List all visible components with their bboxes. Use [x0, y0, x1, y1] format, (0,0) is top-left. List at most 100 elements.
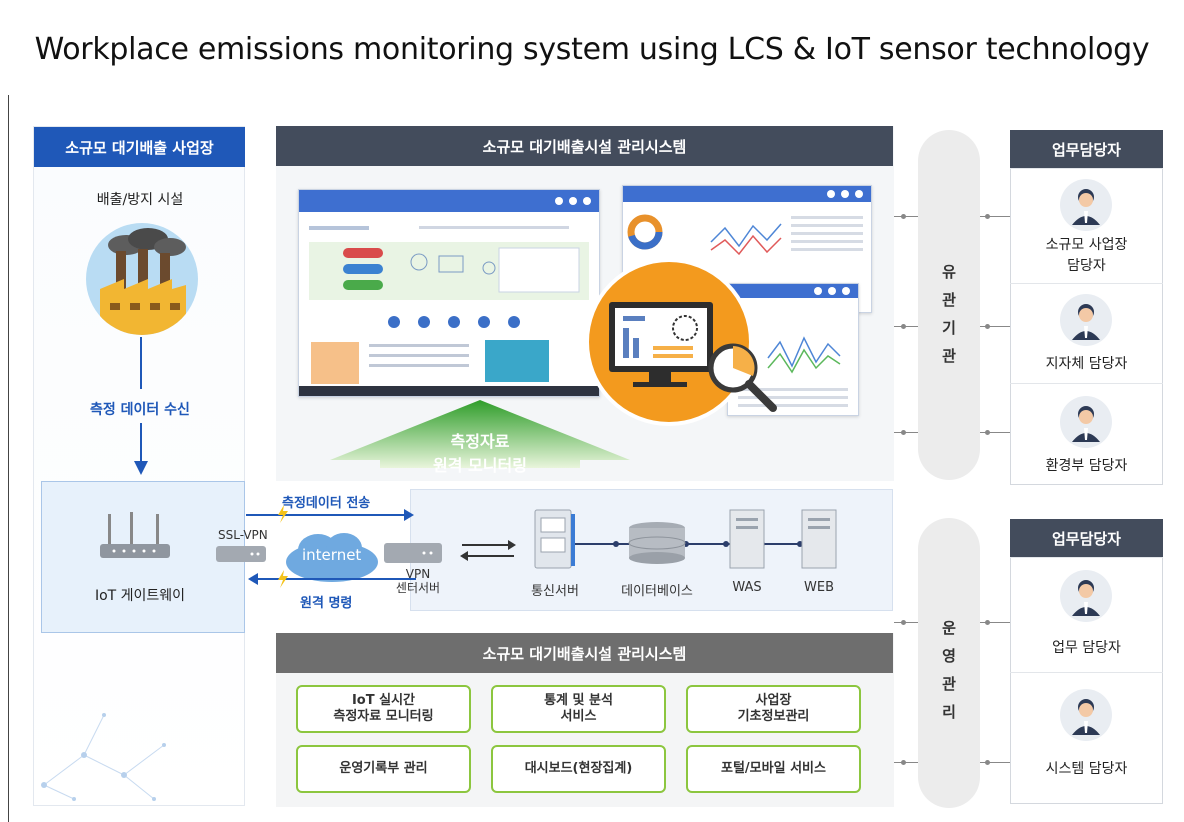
receive-data-label: 측정 데이터 수신	[90, 402, 190, 418]
staff-panel-bottom	[1010, 519, 1163, 804]
connector	[980, 762, 1010, 763]
pill-char: 영	[942, 647, 956, 665]
was-server-icon	[729, 509, 765, 569]
was-label: WAS	[732, 580, 762, 595]
factory-icon	[86, 223, 198, 335]
vpn-server-icon	[384, 543, 442, 563]
monitoring-system-header: 소규모 대기배출시설 관리시스템	[276, 126, 893, 166]
operation-management-pill	[918, 518, 980, 808]
connector	[894, 216, 918, 217]
person-local-gov: 지자체 담당자	[1010, 283, 1163, 383]
connector-dot	[901, 430, 906, 435]
connector-dot	[985, 214, 990, 219]
service-line2: 서비스	[560, 709, 597, 724]
lightning-icon	[278, 570, 288, 588]
vpn-server-line2: 센터서버	[395, 581, 441, 596]
person-label: 지자체 담당자	[1045, 356, 1128, 372]
web-label: WEB	[804, 580, 834, 595]
arrow-left-icon	[248, 573, 416, 585]
site-panel-header: 소규모 대기배출 사업장	[34, 127, 245, 167]
management-system-header: 소규모 대기배출시설 관리시스템	[276, 633, 893, 673]
related-agencies-label: 유 관 기 관	[918, 258, 980, 370]
dashboard-preview	[299, 226, 599, 396]
remote-monitoring-label: 측정자료 원격 모니터링	[400, 428, 560, 476]
connector-dot	[985, 620, 990, 625]
internet-label: internet	[302, 546, 362, 564]
page-title: Workplace emissions monitoring system us…	[34, 32, 1150, 67]
chart-preview	[627, 214, 863, 256]
database-icon	[628, 522, 686, 564]
person-label-line2: 담당자	[1067, 258, 1106, 274]
service-line1: IoT 실시간	[351, 692, 416, 708]
frame-left-border	[8, 95, 9, 822]
arrow-down-icon	[134, 337, 148, 475]
pill-char: 리	[942, 703, 956, 721]
remote-command-label: 원격 명령	[300, 596, 353, 611]
connector-dot	[901, 214, 906, 219]
person-sysadmin: 시스템 담당자	[1010, 672, 1163, 802]
person-avatar-icon	[1060, 294, 1112, 346]
service-operation-log[interactable]: 운영기록부 관리	[296, 745, 471, 793]
operation-management-label: 운 영 관 리	[918, 614, 980, 726]
vpn-server-line1: VPN	[405, 567, 431, 581]
service-portal-mobile[interactable]: 포털/모바일 서비스	[686, 745, 861, 793]
ssl-vpn-label: SSL-VPN	[218, 528, 268, 542]
person-avatar-icon	[1060, 396, 1112, 448]
lightning-icon	[278, 505, 288, 523]
site-panel: 소규모 대기배출 사업장 배출/방지 시설 측정 데이터 수신	[33, 126, 245, 806]
comm-server-label: 통신서버	[531, 584, 579, 599]
person-label: 시스템 담당자	[1045, 761, 1128, 777]
vpn-device-icon	[216, 546, 266, 562]
upward-arrow-icon	[330, 400, 630, 468]
connector	[894, 762, 918, 763]
service-line2: 기초정보관리	[737, 709, 810, 724]
cloud-icon	[286, 533, 378, 582]
connector	[980, 326, 1010, 327]
dashboard-screenshot	[298, 189, 600, 397]
router-icon	[100, 512, 170, 558]
network-decoration	[41, 713, 166, 801]
trend-preview	[738, 336, 848, 407]
connector	[980, 622, 1010, 623]
person-site-manager: 소규모 사업장 담당자	[1010, 168, 1163, 283]
service-dashboard[interactable]: 대시보드(현장집계)	[491, 745, 666, 793]
connector	[980, 216, 1010, 217]
arrow-right-icon	[246, 509, 414, 521]
data-send-label: 측정데이터 전송	[282, 496, 371, 511]
connector	[894, 432, 918, 433]
vpn-server-label: VPN 센터서버	[394, 567, 442, 596]
person-label: 환경부 담당자	[1045, 458, 1128, 474]
connector	[894, 622, 918, 623]
arrow-label-line1: 측정자료	[450, 432, 510, 451]
pill-char: 운	[942, 619, 956, 637]
staff-header-bottom: 업무담당자	[1010, 519, 1163, 557]
connector-dot	[901, 620, 906, 625]
connector-dot	[985, 430, 990, 435]
connector-dot	[985, 324, 990, 329]
person-label-line1: 소규모 사업장	[1045, 237, 1128, 253]
person-label: 업무 담당자	[1052, 640, 1121, 656]
pill-char: 유	[942, 263, 956, 281]
database-label: 데이터베이스	[621, 584, 693, 599]
pill-char: 관	[942, 347, 956, 365]
monitor-magnifier-icon	[585, 258, 777, 426]
bidirectional-arrow-icon	[460, 540, 516, 561]
window-titlebar	[728, 284, 858, 298]
connector	[894, 326, 918, 327]
person-avatar-icon	[1060, 689, 1112, 741]
related-agencies-pill	[918, 130, 980, 480]
service-line1: 포털/모바일 서비스	[721, 760, 826, 776]
gateway-box	[41, 481, 245, 633]
connector	[980, 432, 1010, 433]
connector-dot	[985, 760, 990, 765]
person-avatar-icon	[1060, 570, 1112, 622]
person-operator: 업무 담당자	[1010, 557, 1163, 672]
comm-server-icon	[534, 509, 575, 569]
facility-label: 배출/방지 시설	[96, 192, 184, 208]
pill-char: 관	[942, 675, 956, 693]
staff-header-top: 업무담당자	[1010, 130, 1163, 168]
service-line1: 대시보드(현장집계)	[524, 760, 633, 776]
